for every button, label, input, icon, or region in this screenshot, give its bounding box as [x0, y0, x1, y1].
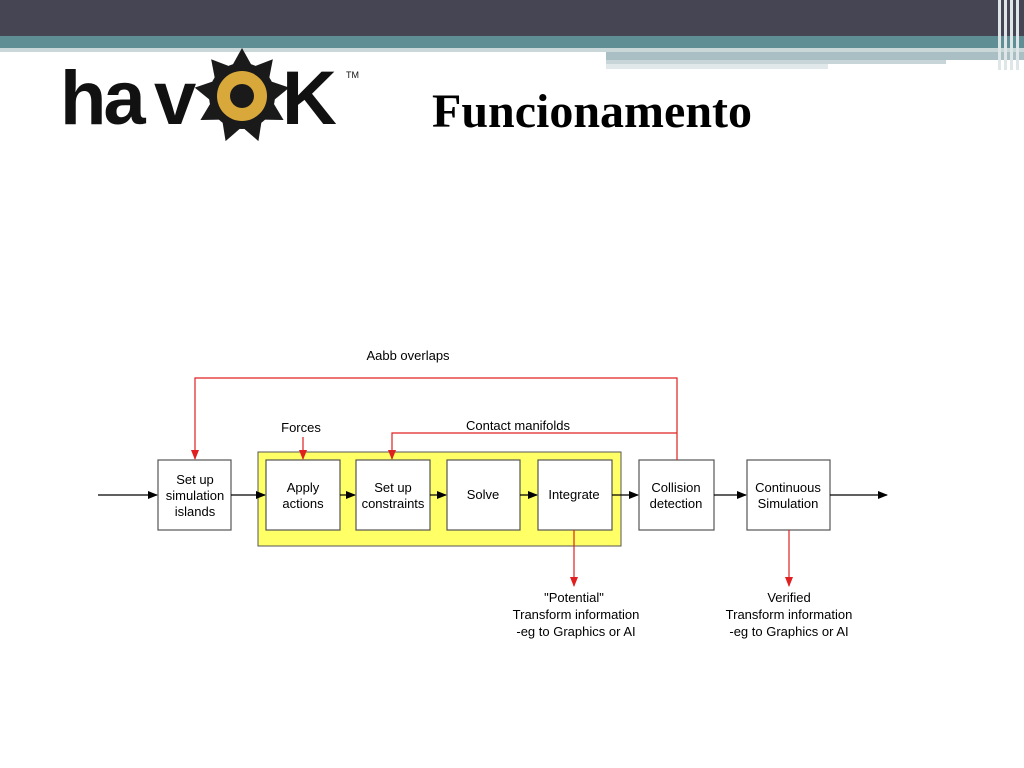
- header-bar-light: [0, 48, 1024, 52]
- svg-text:islands: islands: [175, 504, 216, 519]
- header-stripes: [996, 0, 1024, 70]
- label-contact-manifolds: Contact manifolds: [466, 418, 571, 433]
- node-label: islands: [175, 504, 216, 519]
- svg-text:Apply: Apply: [287, 480, 320, 495]
- node-label: Set up: [176, 472, 214, 487]
- svg-text:-eg to Graphics or AI: -eg to Graphics or AI: [516, 624, 635, 639]
- logo-trademark: TM: [346, 70, 359, 80]
- svg-text:Set up: Set up: [176, 472, 214, 487]
- node-label: detection: [650, 496, 703, 511]
- svg-text:Transform information: Transform information: [513, 607, 640, 622]
- node-label: Simulation: [758, 496, 819, 511]
- svg-text:Collision: Collision: [651, 480, 700, 495]
- header-bar-light: [606, 64, 828, 69]
- svg-text:v: v: [154, 56, 196, 141]
- svg-text:Set up: Set up: [374, 480, 412, 495]
- svg-text:K: K: [282, 56, 337, 141]
- node-label: Solve: [467, 487, 500, 502]
- havok-pipeline-diagram: Set up simulation islands Apply actions …: [98, 348, 888, 639]
- node-label: constraints: [362, 496, 425, 511]
- header-bar-light: [606, 52, 1024, 60]
- node-collision-detection: Collision detection: [638, 459, 715, 531]
- svg-text:Verified: Verified: [767, 590, 810, 605]
- header-bar-teal: [0, 36, 1024, 48]
- slide-title: Funcionamento: [432, 85, 753, 138]
- svg-text:Transform information: Transform information: [726, 607, 853, 622]
- node-label: Apply: [287, 480, 320, 495]
- node-integrate: Integrate: [537, 459, 613, 531]
- node-label: Continuous: [755, 480, 821, 495]
- svg-text:simulation: simulation: [166, 488, 225, 503]
- svg-text:Continuous: Continuous: [755, 480, 821, 495]
- node-label: actions: [282, 496, 324, 511]
- node-apply-actions: Apply actions: [265, 459, 341, 531]
- svg-text:detection: detection: [650, 496, 703, 511]
- label-verified-output: Verified Transform information -eg to Gr…: [726, 590, 853, 639]
- node-label: simulation: [166, 488, 225, 503]
- node-setup-constraints: Set up constraints: [355, 459, 431, 531]
- svg-text:Simulation: Simulation: [758, 496, 819, 511]
- label-forces: Forces: [281, 420, 321, 435]
- label-potential-output: "Potential" Transform information -eg to…: [513, 590, 640, 639]
- node-label: Set up: [374, 480, 412, 495]
- svg-text:Solve: Solve: [467, 487, 500, 502]
- svg-text:Integrate: Integrate: [548, 487, 599, 502]
- label-aabb-overlaps: Aabb overlaps: [366, 348, 450, 363]
- node-setup-islands: Set up simulation islands: [157, 459, 232, 531]
- node-label: Collision: [651, 480, 700, 495]
- node-continuous-simulation: Continuous Simulation: [746, 459, 831, 531]
- feedback-arrows: [191, 377, 793, 587]
- header-bar-light: [606, 60, 946, 64]
- svg-text:actions: actions: [282, 496, 324, 511]
- svg-text:-eg to Graphics or AI: -eg to Graphics or AI: [729, 624, 848, 639]
- header-bar-dark: [0, 0, 1024, 36]
- svg-text:constraints: constraints: [362, 496, 425, 511]
- havok-logo: ha v K TM: [60, 48, 359, 142]
- svg-text:ha: ha: [60, 56, 146, 141]
- node-label: Integrate: [548, 487, 599, 502]
- node-solve: Solve: [446, 459, 521, 531]
- svg-text:"Potential": "Potential": [544, 590, 604, 605]
